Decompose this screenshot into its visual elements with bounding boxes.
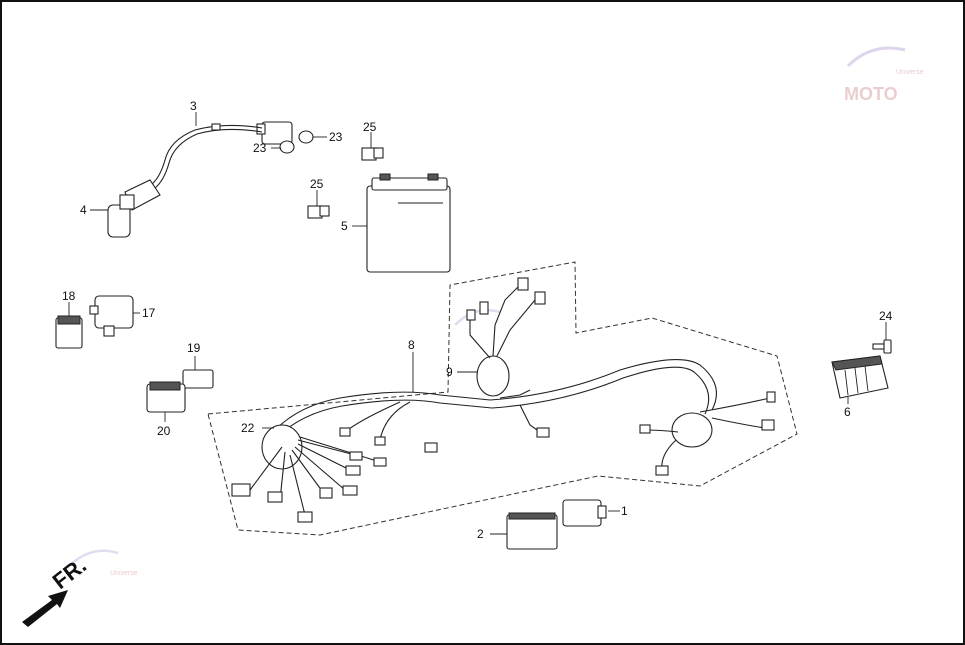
callout-5: 5: [341, 219, 348, 233]
bolt-24: [872, 339, 892, 354]
callout-24: 24: [879, 309, 893, 323]
callout-19: 19: [187, 341, 201, 355]
callout-18: 18: [62, 289, 76, 303]
front-direction-arrow: FR.: [22, 552, 91, 627]
fuse-25-left: [307, 205, 330, 219]
watermark-subtext: Universe: [896, 69, 924, 76]
harness-outline: [207, 261, 798, 536]
battery: [366, 173, 451, 273]
relay-20: [146, 381, 186, 413]
relay-19: [182, 369, 214, 389]
watermark-logo-center: [454, 308, 501, 326]
part-2-unit: [506, 512, 558, 550]
watermark-text: MOTO: [844, 84, 898, 104]
front-label: FR.: [48, 552, 91, 594]
callout-4: 4: [80, 203, 87, 217]
main-harness: [231, 277, 776, 523]
ignition-coil: [149, 121, 293, 190]
callouts: 1 2 3 4 5 6 8 9 17 18 19 20 22 23 23 24: [62, 99, 893, 541]
callout-23-right: 23: [329, 130, 343, 144]
callout-8: 8: [408, 338, 415, 352]
callout-23-left: 23: [253, 141, 267, 155]
watermark-logo: MOTO Universe: [844, 46, 924, 104]
callout-2: 2: [477, 527, 484, 541]
callout-20: 20: [157, 424, 171, 438]
relay-17: [89, 295, 134, 337]
callout-6: 6: [844, 405, 851, 419]
watermark-logo-bottom: Universe: [69, 549, 138, 577]
callout-9: 9: [446, 365, 453, 379]
fuse-25-top: [361, 147, 384, 161]
watermark-subtext-bottom: Universe: [110, 570, 138, 577]
callout-1: 1: [621, 504, 628, 518]
part-1-relay: [562, 499, 607, 527]
callout-3: 3: [190, 99, 197, 113]
callout-25-left: 25: [310, 177, 324, 191]
bolts-23: [279, 130, 314, 154]
relay-18: [55, 315, 83, 349]
callout-25-top: 25: [363, 120, 377, 134]
spark-plug-cap: [107, 179, 161, 238]
callout-17: 17: [142, 306, 156, 320]
regulator-rectifier: [831, 355, 889, 399]
callout-22: 22: [241, 421, 255, 435]
